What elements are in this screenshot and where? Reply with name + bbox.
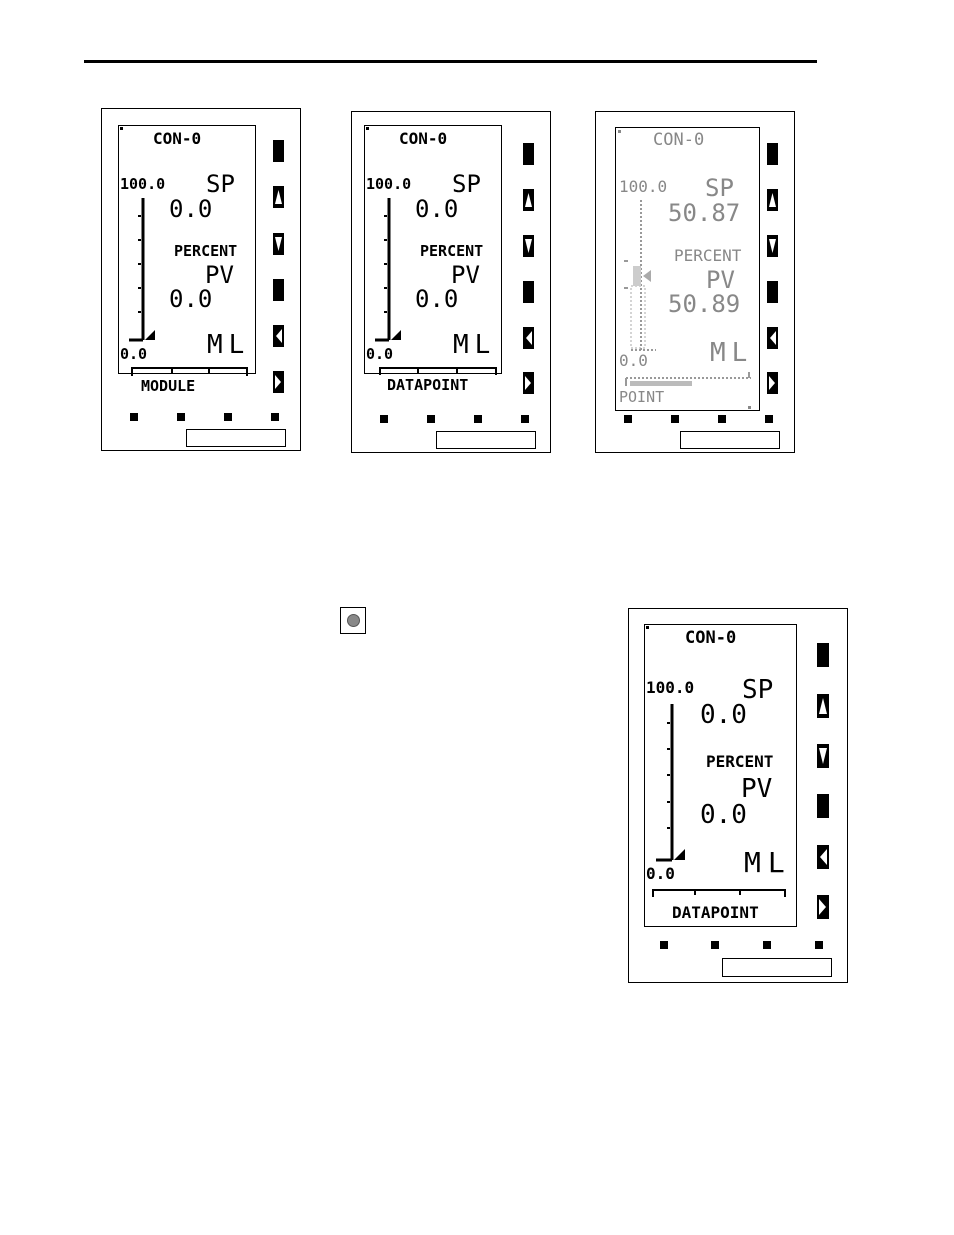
softkey-2[interactable]	[711, 941, 719, 949]
softkey-4[interactable]	[765, 415, 773, 423]
blank-key[interactable]	[766, 281, 779, 303]
display-panel-datapoint-large: CON-0 100.0 SP 0.0 PERCENT PV 0.0 ML 0.0…	[628, 608, 848, 983]
softkey-3[interactable]	[224, 413, 232, 421]
blank-key[interactable]	[816, 794, 830, 818]
record-button[interactable]	[340, 607, 366, 634]
softkey-1[interactable]	[380, 415, 388, 423]
tag-label-box	[186, 429, 286, 447]
softkey-1[interactable]	[130, 413, 138, 421]
right-arrow-icon[interactable]	[766, 372, 779, 394]
softkey-label: POINT	[619, 390, 664, 405]
blank-key[interactable]	[522, 143, 535, 165]
down-arrow-icon[interactable]	[766, 235, 779, 257]
up-arrow-icon[interactable]	[522, 189, 535, 211]
softkey-3[interactable]	[474, 415, 482, 423]
right-arrow-icon[interactable]	[522, 372, 535, 394]
tag-label-box	[680, 431, 780, 449]
up-arrow-icon[interactable]	[272, 186, 285, 208]
right-arrow-icon[interactable]	[816, 895, 830, 919]
left-arrow-icon[interactable]	[816, 845, 830, 869]
softkey-1[interactable]	[660, 941, 668, 949]
softkey-2[interactable]	[427, 415, 435, 423]
display-panel-point: CON-0 100.0 SP 50.87 PERCENT PV 50.89 ML…	[595, 111, 795, 453]
softkey-1[interactable]	[624, 415, 632, 423]
lcd-screen: CON-0 100.0 SP 0.0 PERCENT PV 0.0 ML 0.0…	[644, 624, 797, 927]
softkey-3[interactable]	[763, 941, 771, 949]
record-dot-icon	[347, 614, 360, 627]
softkey-4[interactable]	[521, 415, 529, 423]
left-arrow-icon[interactable]	[522, 327, 535, 349]
blank-key[interactable]	[272, 140, 285, 162]
blank-key[interactable]	[766, 143, 779, 165]
bar-graph-scale	[616, 128, 761, 412]
softkey-label: DATAPOINT	[387, 378, 468, 393]
tag-label-box	[436, 431, 536, 449]
left-arrow-icon[interactable]	[766, 327, 779, 349]
blank-key[interactable]	[816, 643, 830, 667]
display-panel-datapoint: CON-0 100.0 SP 0.0 PERCENT PV 0.0 ML 0.0…	[351, 111, 551, 453]
softkey-label: DATAPOINT	[672, 905, 759, 921]
down-arrow-icon[interactable]	[522, 235, 535, 257]
bar-graph-scale	[645, 625, 798, 928]
blank-key[interactable]	[272, 279, 285, 301]
up-arrow-icon[interactable]	[766, 189, 779, 211]
up-arrow-icon[interactable]	[816, 694, 830, 718]
header-rule	[84, 60, 817, 63]
left-arrow-icon[interactable]	[272, 325, 285, 347]
softkey-2[interactable]	[177, 413, 185, 421]
display-panel-module: CON-0 100.0 SP 0.0 PERCENT PV 0.0 ML 0.0…	[101, 108, 301, 451]
tag-label-box	[722, 958, 832, 977]
softkey-4[interactable]	[815, 941, 823, 949]
softkey-label: MODULE	[141, 379, 195, 394]
down-arrow-icon[interactable]	[816, 744, 830, 768]
right-arrow-icon[interactable]	[272, 371, 285, 393]
down-arrow-icon[interactable]	[272, 233, 285, 255]
softkey-2[interactable]	[671, 415, 679, 423]
softkey-3[interactable]	[718, 415, 726, 423]
lcd-screen: CON-0 100.0 SP 50.87 PERCENT PV 50.89 ML…	[615, 127, 760, 411]
blank-key[interactable]	[522, 281, 535, 303]
softkey-4[interactable]	[271, 413, 279, 421]
